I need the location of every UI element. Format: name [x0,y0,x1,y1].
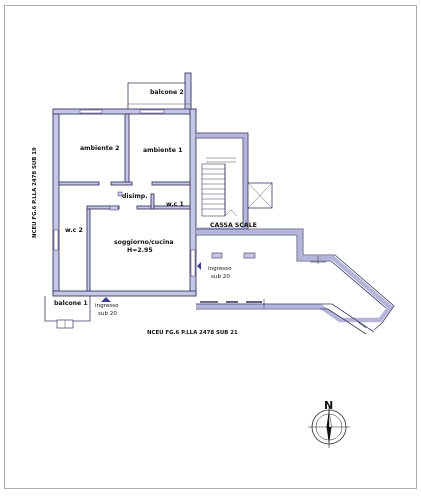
label-wc-1: w.c 1 [166,201,184,208]
balcone-2 [127,72,192,110]
label-soggiorno: soggiorno/cucina [114,239,174,246]
label-disimp: disimp. [122,193,148,200]
corridor [190,228,395,335]
label-ambiente-2: ambiente 2 [80,145,119,152]
compass-north-label: N [324,399,333,412]
stairwell [196,132,273,233]
label-balcone-1: balcone 1 [54,300,88,307]
boundary-label-left: NCEU FG.6 P.LLA 2478 SUB 19 [32,147,38,238]
label-height: H=2.95 [127,247,153,254]
label-ingresso-b: ingresso [208,266,232,272]
apartment-walls [52,108,197,297]
label-ingresso-b-sub: sub 20 [211,274,230,280]
entrance-arrow-icon [101,297,111,302]
label-wc-2: w.c 2 [65,227,83,234]
label-cassa-scale: CASSA SCALE [210,222,257,229]
compass-icon [308,406,350,448]
label-balcone-2: balcone 2 [150,89,184,96]
label-ingresso-a-sub: sub 20 [98,311,117,317]
balcone-1 [44,296,91,329]
boundary-label-bottom: NCEU FG.6 P.LLA 2478 SUB 21 [147,330,238,336]
entrance-arrow-icon [197,262,201,270]
label-ingresso-a: ingresso [95,303,119,309]
sheet-border [4,5,417,489]
label-ambiente-1: ambiente 1 [143,147,182,154]
